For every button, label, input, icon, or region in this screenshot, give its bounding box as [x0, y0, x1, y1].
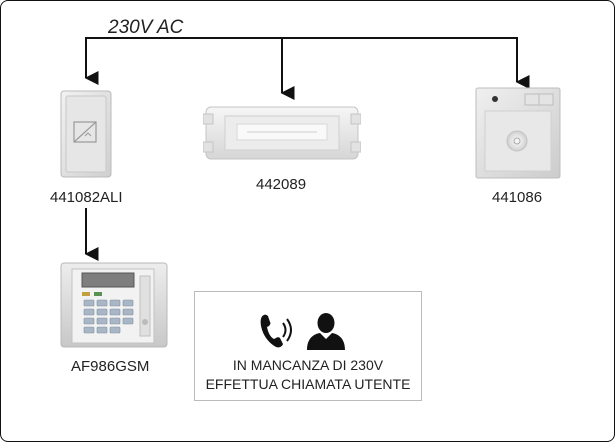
device-label-441086: 441086 [492, 189, 543, 206]
user-icon [307, 313, 345, 350]
supply-label: 230V AC [108, 17, 184, 38]
device-label-441082ALI: 441082ALI [50, 189, 123, 206]
gsm-dialer-icon [60, 262, 168, 348]
message-line-1: IN MANCANZA DI 230V [232, 357, 384, 373]
message-box: IN MANCANZA DI 230V EFFETTUA CHIAMATA UT… [194, 291, 422, 401]
lamp-module-icon [475, 87, 561, 179]
message-line-2: EFFETTUA CHIAMATA UTENTE [205, 376, 411, 392]
device-label-442089: 442089 [256, 176, 307, 193]
emergency-light-icon [203, 106, 361, 160]
power-supply-icon [60, 90, 112, 178]
phone-ringing-icon [260, 314, 292, 348]
device-label-AF986GSM: AF986GSM [71, 358, 150, 375]
